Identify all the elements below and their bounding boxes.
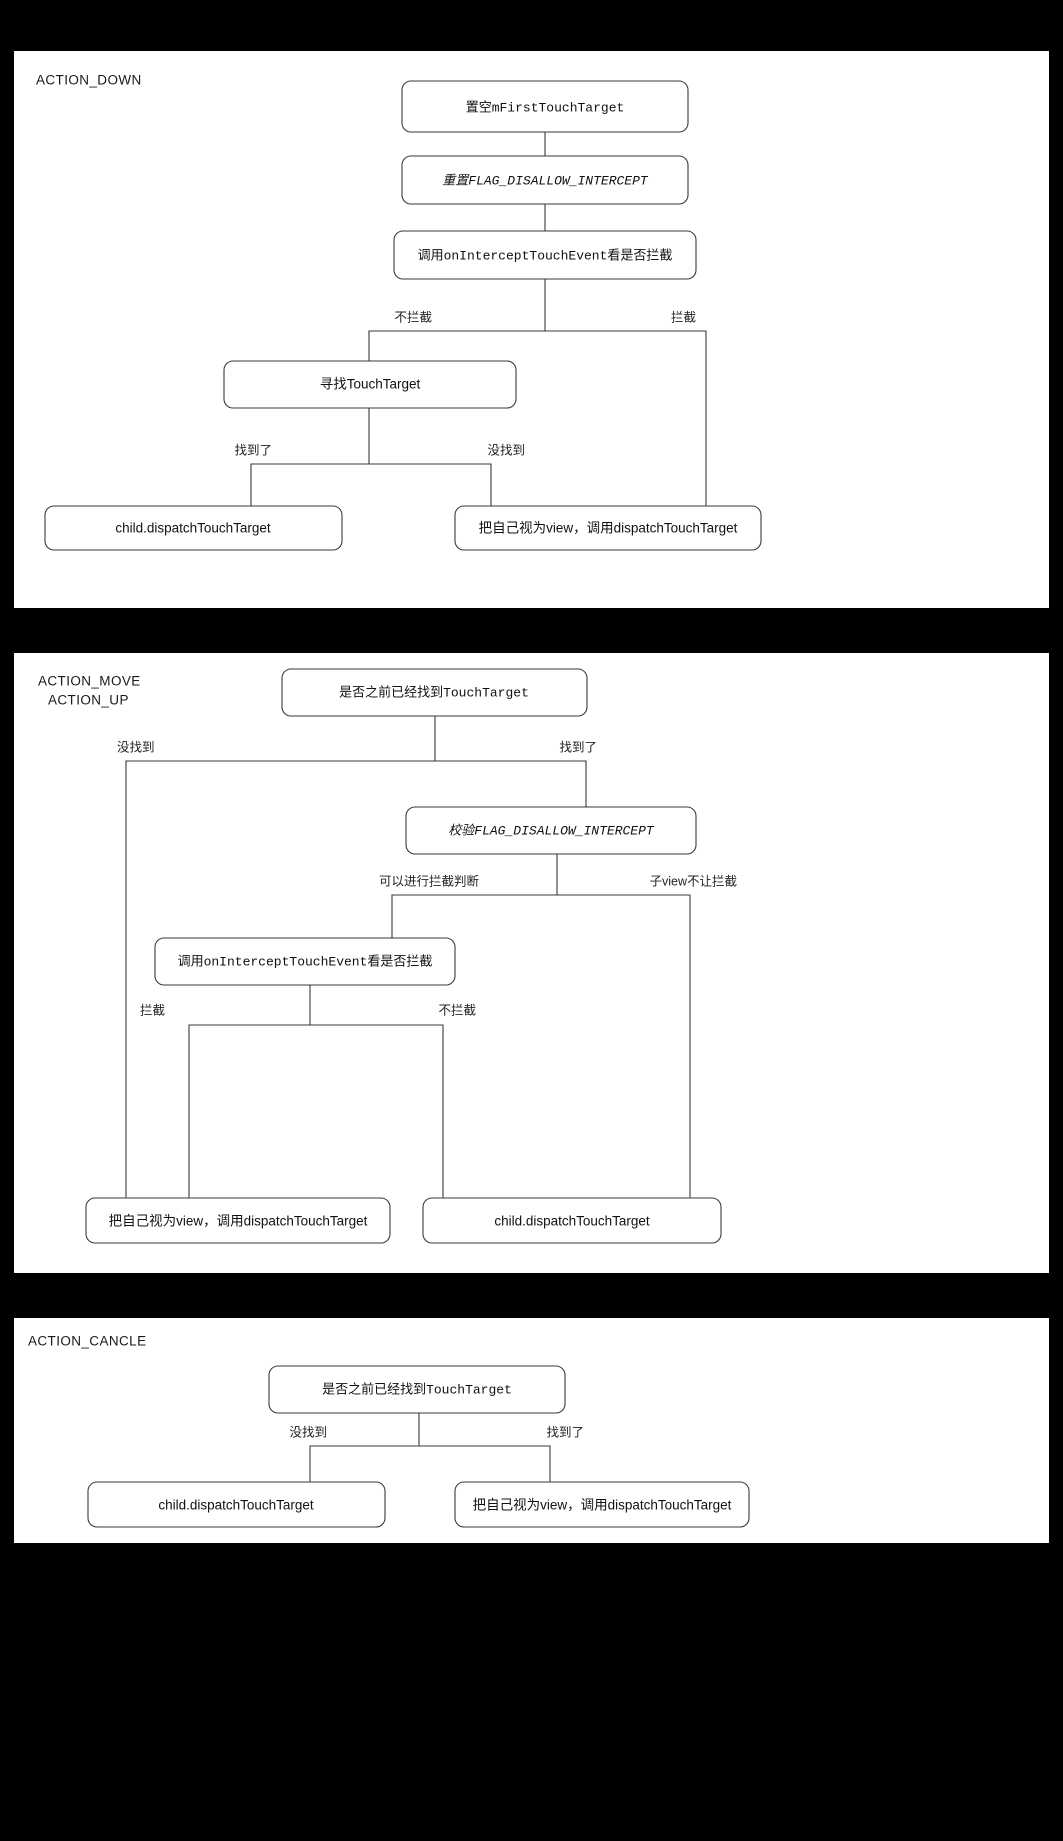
node-label: child.dispatchTouchTarget <box>158 1498 314 1513</box>
node-label: 调用onInterceptTouchEvent看是否拦截 <box>418 247 673 263</box>
edge-label-p2e3: 可以进行拦截判断 <box>379 873 479 888</box>
node-shape <box>87 1481 386 1528</box>
node-label: 寻找TouchTarget <box>320 377 421 392</box>
edge-group <box>125 716 691 1198</box>
node-shape <box>223 360 517 409</box>
node-shape <box>393 230 697 280</box>
node-label: 调用onInterceptTouchEvent看是否拦截 <box>178 953 433 969</box>
node-label: 置空mFirstTouchTarget <box>466 100 625 115</box>
node-shape <box>405 806 697 855</box>
node-p2n4[interactable]: 把自己视为view，调用dispatchTouchTarget <box>85 1197 391 1244</box>
node-label: 重置FLAG_DISALLOW_INTERCEPT <box>442 173 649 188</box>
node-p1n6[interactable]: 把自己视为view，调用dispatchTouchTarget <box>454 505 762 551</box>
node-p3n3[interactable]: 把自己视为view，调用dispatchTouchTarget <box>454 1481 750 1528</box>
node-p2n1[interactable]: 是否之前已经找到TouchTarget <box>281 668 588 717</box>
node-shape <box>454 505 762 551</box>
edge-label-p1e3: 找到了 <box>234 443 272 457</box>
panel-title-action-cancle: ACTION_CANCLE <box>28 1334 146 1349</box>
node-label: child.dispatchTouchTarget <box>115 521 271 536</box>
node-p2n5[interactable]: child.dispatchTouchTarget <box>422 1197 722 1244</box>
node-shape <box>401 155 689 205</box>
node-p1n3[interactable]: 调用onInterceptTouchEvent看是否拦截 <box>393 230 697 280</box>
edge-label-p2e4: 子view不让拦截 <box>649 874 737 888</box>
node-shape <box>422 1197 722 1244</box>
node-p2n2[interactable]: 校验FLAG_DISALLOW_INTERCEPT <box>405 806 697 855</box>
node-label: 把自己视为view，调用dispatchTouchTarget <box>473 1498 732 1513</box>
node-shape <box>401 80 689 133</box>
node-p2n3[interactable]: 调用onInterceptTouchEvent看是否拦截 <box>154 937 456 986</box>
node-shape <box>281 668 588 717</box>
edge-label-p3e2: 找到了 <box>546 1425 584 1439</box>
panel-action-move-up: ACTION_MOVE ACTION_UP 是否之前已经找到TouchTarge… <box>14 653 1049 1273</box>
node-p3n1[interactable]: 是否之前已经找到TouchTarget <box>268 1365 566 1414</box>
edge-label-p2e1: 没找到 <box>117 739 155 754</box>
node-shape <box>154 937 456 986</box>
node-shape <box>454 1481 750 1528</box>
node-shape <box>85 1197 391 1244</box>
edge-label-p1e2: 拦截 <box>671 310 696 324</box>
node-label: child.dispatchTouchTarget <box>494 1214 650 1229</box>
node-label: 把自己视为view，调用dispatchTouchTarget <box>109 1214 368 1229</box>
node-label: 把自己视为view，调用dispatchTouchTarget <box>479 521 738 536</box>
node-p1n4[interactable]: 寻找TouchTarget <box>223 360 517 409</box>
node-shape <box>44 505 343 551</box>
node-p1n5[interactable]: child.dispatchTouchTarget <box>44 505 343 551</box>
node-p3n2[interactable]: child.dispatchTouchTarget <box>87 1481 386 1528</box>
panel-action-cancle: ACTION_CANCLE 是否之前已经找到TouchTarget 没找到 找到… <box>14 1318 1049 1543</box>
panel-title-action-move: ACTION_MOVE <box>38 674 141 689</box>
edge-label-p2e2: 找到了 <box>559 740 597 754</box>
node-label: 是否之前已经找到TouchTarget <box>322 1381 512 1397</box>
edge-group <box>309 1413 551 1482</box>
edge-label-p1e1: 不拦截 <box>394 310 432 324</box>
node-label: 校验FLAG_DISALLOW_INTERCEPT <box>448 822 655 838</box>
node-p1n2[interactable]: 重置FLAG_DISALLOW_INTERCEPT <box>401 155 689 205</box>
node-label: 是否之前已经找到TouchTarget <box>339 684 529 700</box>
edge-label-p2e6: 不拦截 <box>438 1003 476 1017</box>
edge-label-p2e5: 拦截 <box>140 1003 165 1017</box>
node-shape <box>268 1365 566 1414</box>
panel-title-action-up: ACTION_UP <box>48 693 129 708</box>
panel-action-down: ACTION_DOWN 置空mFirstTouchTarget 重置FLAG_D… <box>14 51 1049 608</box>
edge-group <box>250 132 707 506</box>
panel-title-action-down: ACTION_DOWN <box>36 73 142 88</box>
edge-label-p3e1: 没找到 <box>289 1424 327 1439</box>
node-p1n1[interactable]: 置空mFirstTouchTarget <box>401 80 689 133</box>
edge-label-p1e4: 没找到 <box>487 442 525 457</box>
